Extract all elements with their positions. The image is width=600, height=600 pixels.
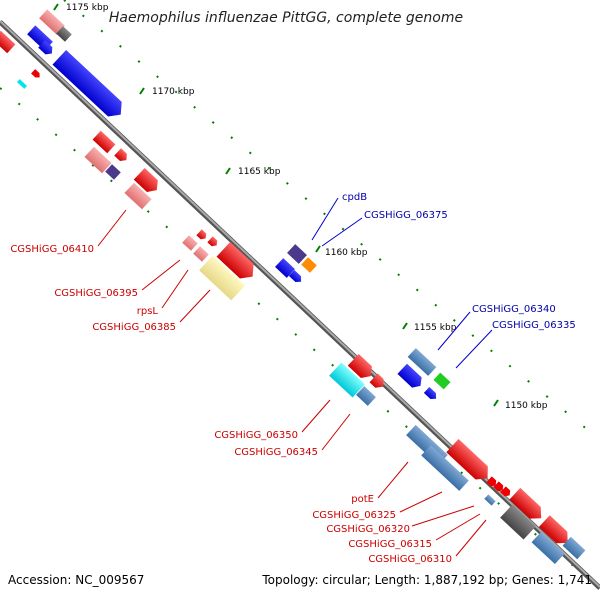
tick-label-1155: 1155 kbp (414, 323, 457, 333)
leader-06410 (97, 209, 127, 247)
tick-label-1150: 1150 kbp (505, 401, 548, 411)
gene-steel-1148a[interactable] (531, 531, 565, 565)
leader-06375 (321, 217, 363, 247)
tick-1160 (315, 245, 321, 253)
gene-small-red-arrow[interactable] (31, 69, 42, 80)
gene-06395[interactable] (182, 235, 198, 251)
label-06315: CGSHiGG_06315 (348, 539, 432, 550)
leader-potE (377, 461, 409, 499)
gene-06340[interactable] (407, 348, 437, 376)
gene-blue-1155b[interactable] (423, 386, 439, 402)
tick-1150 (493, 399, 499, 407)
gene-red-1148[interactable] (538, 515, 573, 549)
label-06395: CGSHiGG_06395 (54, 288, 138, 299)
gene-06350[interactable] (329, 362, 365, 398)
gene-red-1149a[interactable] (509, 487, 546, 524)
forward-genes (27, 9, 451, 402)
label-06345: CGSHiGG_06345 (234, 447, 318, 458)
label-06350: CGSHiGG_06350 (214, 430, 298, 441)
gene-top-gray[interactable] (56, 26, 72, 42)
tick-1175 (53, 3, 59, 11)
leader-lines-reverse (97, 209, 487, 557)
label-06410: CGSHiGG_06410 (10, 244, 94, 255)
gene-rpsL[interactable] (193, 246, 209, 262)
gene-06335[interactable] (433, 372, 451, 390)
gene-red-1151[interactable] (446, 439, 493, 485)
gene-small-red-a[interactable] (196, 229, 208, 241)
tick-label-1170: 1170 kbp (152, 87, 195, 97)
label-06335: CGSHiGG_06335 (492, 320, 576, 331)
gene-steel-1148b[interactable] (562, 536, 586, 560)
label-rpsL: rpsL (137, 306, 159, 317)
tick-1170 (139, 87, 145, 95)
gene-06325[interactable] (486, 476, 498, 488)
label-06375: CGSHiGG_06375 (364, 210, 448, 221)
leader-06310 (455, 519, 487, 557)
gene-cpdB[interactable] (287, 244, 307, 264)
gene-red-1163[interactable] (216, 242, 260, 284)
label-06320: CGSHiGG_06320 (326, 524, 410, 535)
gene-06310[interactable] (484, 494, 496, 506)
genome-backbone-highlight (0, 20, 600, 588)
label-06310: CGSHiGG_06310 (368, 554, 452, 565)
label-06385: CGSHiGG_06385 (92, 322, 176, 333)
gene-top-blue-arrow[interactable] (38, 40, 55, 57)
leader-06340 (437, 311, 471, 351)
label-06325: CGSHiGG_06325 (312, 510, 396, 521)
leader-06325 (399, 491, 443, 513)
gene-06410-red[interactable] (133, 167, 162, 196)
tick-label-1165: 1165 kbp (238, 167, 281, 177)
leader-06345 (321, 413, 351, 451)
tick-label-1175: 1175 kbp (66, 3, 109, 13)
leader-rpsL (161, 269, 189, 309)
gene-06375[interactable] (301, 257, 317, 273)
leader-lines-forward (311, 197, 493, 369)
gene-top-lightred[interactable] (39, 9, 65, 35)
gene-06410[interactable] (124, 182, 152, 210)
accession-text: Accession: NC_009567 (8, 573, 145, 587)
gene-edge-red[interactable] (0, 30, 16, 54)
gene-06320[interactable] (493, 481, 505, 493)
reverse-genes (0, 30, 586, 565)
leader-06350 (301, 399, 331, 433)
gene-big-blue[interactable] (52, 50, 127, 122)
gene-blue-1160b[interactable] (288, 269, 304, 285)
leader-06335 (455, 329, 493, 369)
gene-potE[interactable] (421, 445, 469, 491)
tick-label-1160: 1160 kbp (325, 248, 368, 258)
gene-06410-lightred[interactable] (84, 146, 112, 174)
gene-blue-1155a[interactable] (397, 363, 425, 391)
gene-red-1157b[interactable] (369, 373, 388, 392)
gene-red-1157a[interactable] (347, 353, 376, 382)
gene-small-cyan[interactable] (16, 79, 28, 89)
genome-summary-text: Topology: circular; Length: 1,887,192 bp… (262, 573, 592, 587)
gene-06410-arrows[interactable] (114, 148, 130, 163)
leader-06395 (141, 259, 181, 291)
outer-dot-track (63, 0, 600, 441)
label-potE: potE (351, 494, 374, 505)
leader-06315 (435, 513, 481, 541)
tick-1155 (402, 322, 408, 330)
gene-06315[interactable] (500, 486, 512, 498)
leader-06320 (411, 505, 475, 527)
gene-06345[interactable] (356, 386, 376, 406)
map-title: Haemophilus influenzae PittGG, complete … (109, 10, 463, 26)
gene-06410-slate[interactable] (105, 164, 121, 180)
gene-06385[interactable] (199, 255, 245, 301)
leader-cpdB (311, 197, 339, 241)
leader-06385 (179, 289, 211, 323)
gene-gray-1149[interactable] (500, 504, 536, 540)
gene-06410-top[interactable] (92, 130, 116, 154)
tick-1165 (225, 167, 231, 175)
label-cpdB: cpdB (342, 192, 367, 203)
major-ticks (53, 3, 499, 407)
gene-small-red-b[interactable] (207, 236, 219, 248)
label-06340: CGSHiGG_06340 (472, 304, 556, 315)
gene-blue-1160a[interactable] (275, 258, 295, 278)
